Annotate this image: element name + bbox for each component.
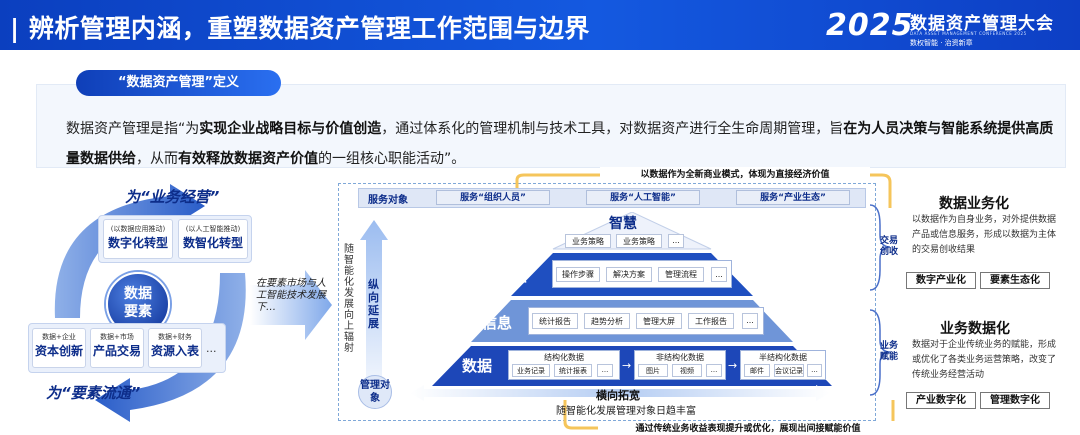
- knowledge-label: 知识: [497, 267, 528, 285]
- right-brackets: [869, 204, 891, 396]
- card-big-text: 资本创新: [34, 344, 83, 358]
- definition-seg: 数据资产管理是指“为: [66, 121, 200, 137]
- info-item: 统计报告: [532, 313, 578, 329]
- data-item: 统计报表: [554, 364, 592, 377]
- bracket-top: [869, 204, 891, 291]
- data-label: 数据: [462, 357, 493, 375]
- card-small-text: 数据+企业: [42, 333, 76, 341]
- product-trade-card: 数据+市场 产品交易: [90, 328, 144, 368]
- vertical-extension-text: 随智能化发展向上辐射: [344, 244, 354, 354]
- horizontal-extension-label: 横向拓宽: [596, 389, 640, 402]
- factor-ecosystem-button[interactable]: 要素生态化: [980, 272, 1050, 289]
- conference-english-name: DATA ASSET MANAGEMENT CONFERENCE 2025: [910, 31, 1027, 36]
- data-more: ...: [597, 364, 613, 377]
- capital-innovation-card: 数据+企业 资本创新: [32, 328, 86, 368]
- data-business-desc: 以数据作为自身业务，对外提供数据产品或信息服务，形成以数据为主体的交易创收结果: [912, 215, 1057, 255]
- development-text: 在要素市场与人工智能技术发展下…: [256, 278, 326, 313]
- horizontal-extension-arrow: [410, 385, 830, 401]
- page-title: | 辨析管理内涵，重塑数据资产管理工作范围与边界: [10, 14, 590, 43]
- group-title: 半结构化数据: [759, 353, 807, 362]
- data-business-title: 数据业务化: [939, 196, 1009, 212]
- digital-transform-card: (以数据应用推动) 数字化转型: [103, 219, 173, 259]
- circle-line: 数据: [124, 286, 152, 302]
- info-item: 管理大屏: [636, 313, 682, 329]
- arrow-shape: [360, 220, 388, 410]
- vertical-extension-arrow: [360, 220, 388, 410]
- header-banner: [0, 0, 1080, 50]
- data-item: 邮件: [744, 364, 770, 377]
- vertical-extension-label: 纵向延展: [368, 278, 379, 330]
- wisdom-item: 业务策略: [565, 234, 611, 248]
- group-arrow: →: [622, 359, 632, 372]
- card-big-text: 资源入表: [150, 344, 199, 358]
- definition-seg-bold: 实现企业战略目标与价值创造: [199, 121, 382, 137]
- knowledge-item: 操作步骤: [556, 267, 600, 282]
- service-ecosystem[interactable]: 服务“产业生态”: [736, 190, 850, 205]
- knowledge-item: 解决方案: [606, 267, 652, 282]
- business-caption: 为“业务经营”: [125, 188, 220, 206]
- resource-booking-card: 数据+财务 资源入表: [148, 328, 202, 368]
- trade-revenue-tag: 交易创收: [880, 236, 899, 257]
- circle-line: 要素: [124, 304, 152, 320]
- data-item: 图片: [638, 364, 668, 377]
- knowledge-more: ...: [711, 267, 727, 282]
- wisdom-item: 业务策略: [616, 234, 662, 248]
- business-data-desc: 数据对于企业传统业务的赋能，形成或优化了各类业务运营策略，改变了传统业务经营活动: [912, 340, 1057, 380]
- card-big-text: 产品交易: [92, 344, 141, 358]
- service-ai[interactable]: 服务“人工智能”: [586, 190, 700, 205]
- data-more: ...: [807, 364, 822, 377]
- wisdom-more: ...: [668, 234, 684, 248]
- knowledge-item: 管理流程: [658, 267, 704, 282]
- wisdom-label: 智慧: [609, 216, 637, 232]
- industry-digital-button[interactable]: 产业数字化: [906, 392, 976, 409]
- group-arrow: →: [728, 359, 738, 372]
- conference-name: 数据资产管理大会: [910, 14, 1054, 34]
- data-item: 视频: [672, 364, 702, 377]
- data-more: ...: [706, 364, 722, 377]
- indirect-value-banner: 通过传统业务收益表现提升或优化，展现出间接赋能价值: [598, 421, 898, 435]
- factor-caption: 为“要素流通”: [46, 384, 141, 402]
- card-small-text: (以数据应用推动): [110, 225, 166, 233]
- business-data-title: 业务数据化: [940, 321, 1010, 337]
- card-small-text: (以人工智能推动): [185, 225, 241, 233]
- group-title: 结构化数据: [544, 353, 584, 362]
- group-title: 非结构化数据: [656, 353, 704, 362]
- service-label: 服务对象: [368, 195, 408, 206]
- more-cards-ellipsis: ...: [206, 342, 217, 355]
- conference-year: 2025: [826, 8, 914, 43]
- development-arrow: [250, 270, 332, 340]
- info-item: 工作报告: [688, 313, 734, 329]
- business-enable-tag: 业务赋能: [880, 341, 899, 362]
- card-small-text: 数据+市场: [100, 333, 134, 341]
- conference-slogan: 数权智能 · 治资新章: [910, 39, 973, 47]
- definition-text: 数据资产管理是指“为实现企业战略目标与价值创造，通过体系化的管理机制与技术工具，…: [66, 114, 1056, 174]
- card-big-text: 数字化转型: [107, 236, 168, 250]
- definition-seg: 的一组核心职能活动”。: [318, 151, 466, 167]
- management-digital-button[interactable]: 管理数字化: [980, 392, 1050, 409]
- definition-panel: [36, 84, 1066, 168]
- arrow-shape: [250, 270, 332, 340]
- definition-tab: “数据资产管理”定义: [76, 70, 281, 96]
- info-label: 信息: [482, 314, 513, 332]
- framework-frame: [338, 183, 876, 421]
- card-small-text: 数据+财务: [158, 333, 192, 341]
- definition-seg: ，从而: [136, 151, 178, 167]
- ai-transform-card: (以人工智能推动) 数智化转型: [178, 219, 248, 259]
- arrow-shape: [410, 385, 830, 401]
- data-item: 会议记录: [774, 364, 804, 377]
- management-object-badge: 管理对象: [358, 375, 392, 409]
- digital-industry-button[interactable]: 数字产业化: [906, 272, 976, 289]
- card-big-text: 数智化转型: [182, 236, 243, 250]
- definition-seg-bold: 有效释放数据资产价值: [178, 151, 318, 167]
- top-arc-arrow: [54, 184, 205, 318]
- data-item: 业务记录: [512, 364, 550, 377]
- horizontal-extension-text: 随智能化发展管理对象日趋丰富: [556, 406, 696, 417]
- bracket-bottom: [869, 309, 891, 396]
- service-org[interactable]: 服务“组织人员”: [436, 190, 550, 205]
- definition-seg: ，通过体系化的管理机制与技术工具，对数据资产进行全生命周期管理，旨: [381, 121, 844, 137]
- info-item: 趋势分析: [584, 313, 630, 329]
- direct-value-banner: 以数据作为全新商业模式，体现为直接经济价值: [600, 167, 870, 181]
- info-more: ...: [742, 313, 758, 329]
- definition-seg-bold: 在为人员决策与智能系统提供高质量数据供给: [66, 121, 1054, 167]
